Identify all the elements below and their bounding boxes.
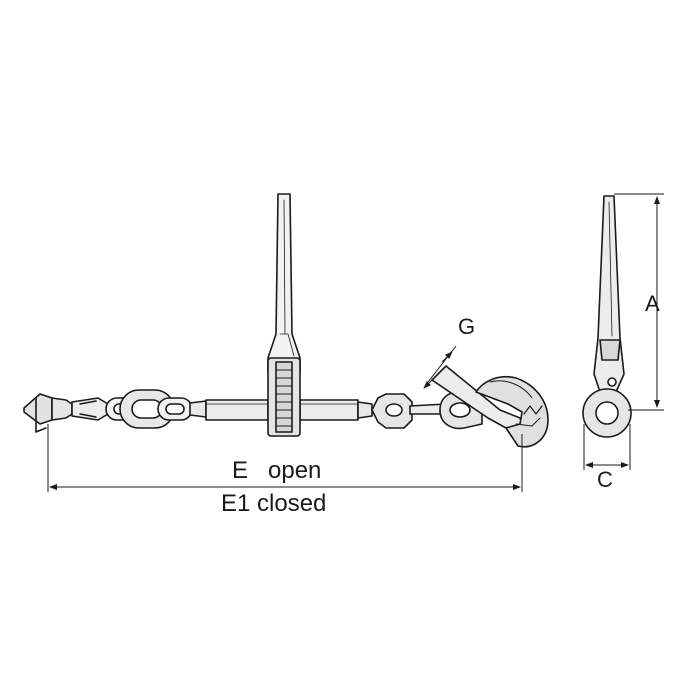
dim-g-arrow-low (423, 377, 435, 389)
side-view-handle (593, 195, 625, 393)
right-eye-fitting (371, 393, 413, 429)
label-a: A (645, 291, 660, 316)
dim-g-arrow-high (441, 351, 453, 363)
label-c: C (597, 467, 613, 492)
side-view-eye (582, 388, 632, 438)
label-g: G (458, 314, 475, 339)
left-threaded-rod (189, 400, 207, 418)
ratchet-handle (267, 193, 301, 373)
left-grab-hook (23, 393, 109, 433)
grab-hook (431, 365, 549, 448)
label-e1-closed: E1 closed (221, 490, 326, 517)
ratchet-wheel-housing (267, 357, 301, 437)
label-e-open: E open (232, 457, 321, 484)
right-chain-link (157, 397, 193, 421)
dimension-lines (47, 193, 664, 492)
